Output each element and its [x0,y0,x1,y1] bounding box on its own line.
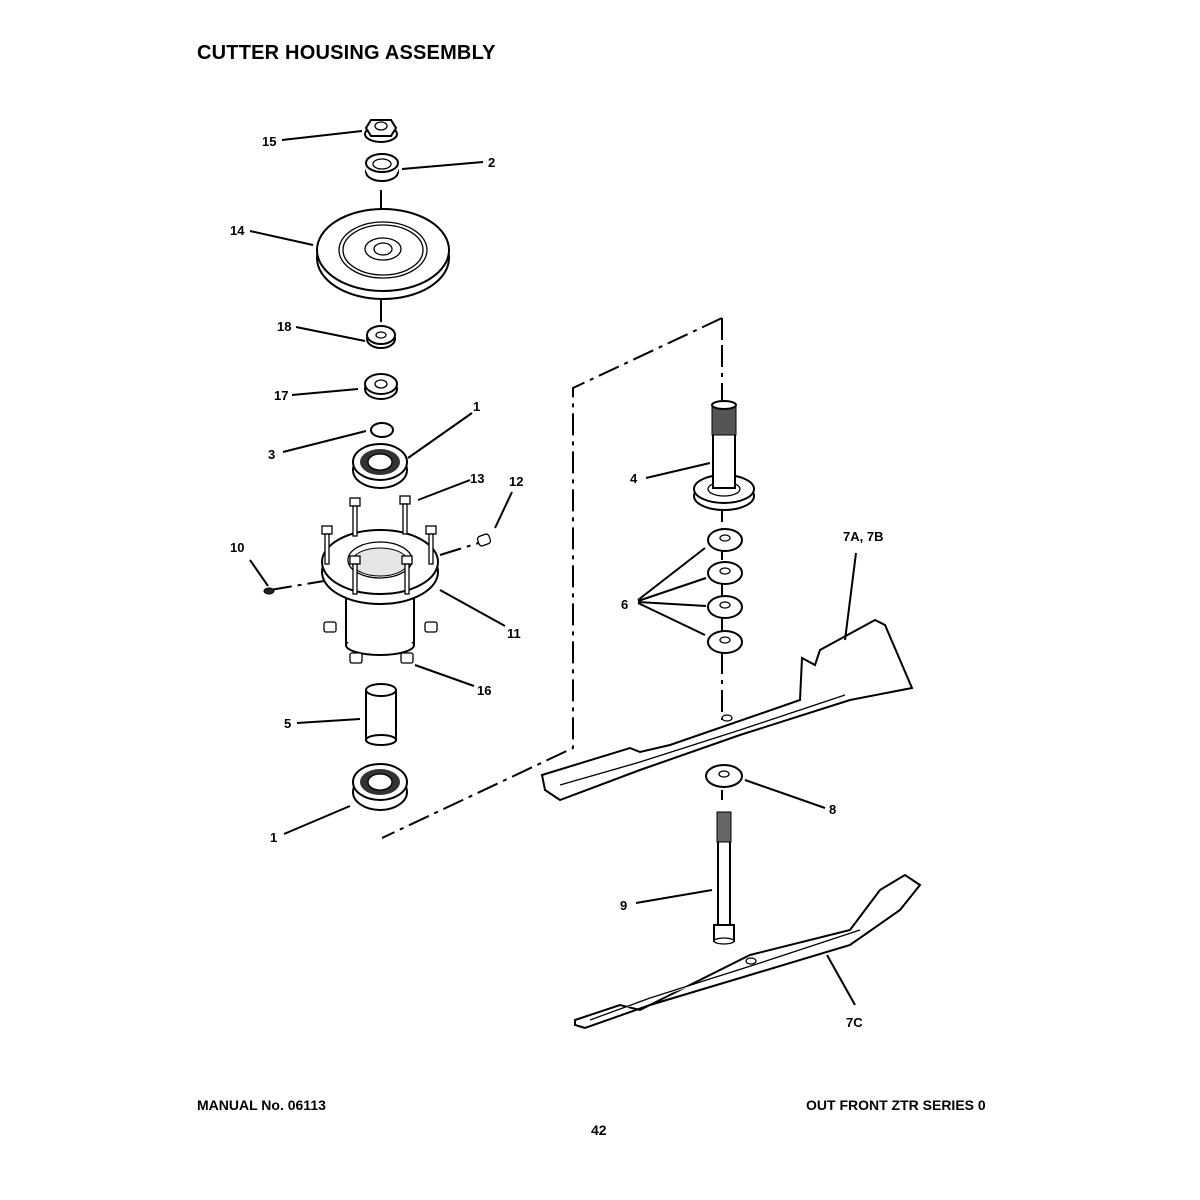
part-1-bearing-bottom [352,763,408,811]
callout-5: 5 [284,716,291,731]
callout-16: 16 [477,683,491,698]
callout-18: 18 [277,319,291,334]
callout-6: 6 [621,597,628,612]
part-12-grease-fitting [476,533,492,547]
part-1-bearing-top [352,443,408,489]
part-7ab-blade [540,618,914,802]
part-11-spindle-housing [321,529,439,656]
part-17-washer [364,373,398,400]
part-6-washers [707,528,743,654]
part-10-plug [263,587,275,595]
manual-number: MANUAL No. 06113 [197,1097,326,1113]
part-16-nuts [323,621,438,664]
callout-1-bottom: 1 [270,830,277,845]
part-9-bolt [713,811,735,945]
part-8-washer [705,764,743,788]
part-4-spindle-shaft [693,400,755,511]
callout-1-top: 1 [473,399,480,414]
callout-11: 11 [507,626,521,641]
page-title: CUTTER HOUSING ASSEMBLY [197,42,496,64]
callout-13: 13 [470,471,484,486]
callout-17: 17 [274,388,288,403]
part-3-retaining-ring [370,422,394,438]
series-name: OUT FRONT ZTR SERIES 0 [806,1097,986,1113]
part-13-bolts [321,495,437,595]
part-18-washer [366,325,396,349]
part-2-spacer [365,153,399,182]
callout-7a-7b: 7A, 7B [843,529,883,544]
callout-8: 8 [829,802,836,817]
callout-12: 12 [509,474,523,489]
leader-lines [249,130,857,1006]
callout-15: 15 [262,134,276,149]
part-7c-blade [574,873,922,1030]
callout-7c: 7C [846,1015,863,1030]
part-5-spacer-tube [365,683,397,746]
callout-10: 10 [230,540,244,555]
page-number: 42 [591,1122,607,1138]
callout-9: 9 [620,898,627,913]
callout-2: 2 [488,155,495,170]
callout-3: 3 [268,447,275,462]
part-15-flange-nut [364,119,398,143]
callout-4: 4 [630,471,638,486]
callout-14: 14 [230,223,245,238]
part-14-pulley [316,208,450,300]
